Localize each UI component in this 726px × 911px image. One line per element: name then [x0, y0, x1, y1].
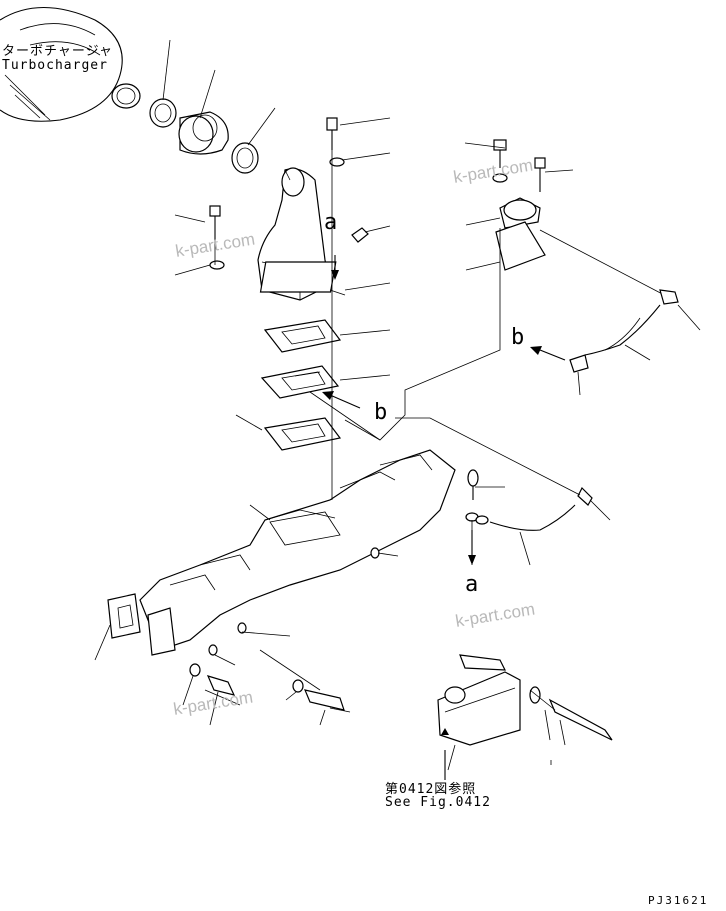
bolt-set-upper: [209, 117, 369, 270]
figure-reference-ja: 第0412図参照: [385, 782, 477, 797]
wiring-harness: [475, 304, 661, 531]
connector-a-bottom: a: [465, 572, 479, 597]
exhaust-manifold: [139, 449, 456, 656]
bolt-set-lower: [189, 469, 479, 711]
connector-a-top: a: [324, 210, 338, 235]
hose-clamps: [149, 98, 259, 174]
assembly-guides: [204, 150, 581, 713]
turbocharger-housing: [0, 7, 141, 122]
turbocharger-label-ja: ターボチャージャ: [2, 44, 113, 59]
sensor-assembly: [492, 139, 679, 305]
drawing-code: PJ31621: [648, 894, 709, 907]
manifold-end-gasket: [107, 593, 141, 639]
figure-reference-en: See Fig.0412: [385, 795, 491, 810]
leader-lines: [94, 39, 701, 771]
turbocharger-label-en: Turbocharger: [2, 58, 108, 73]
connector-b-right: b: [511, 325, 525, 350]
gaskets-and-plate: [260, 319, 342, 451]
outlet-elbow: [257, 167, 337, 301]
connector-b-mid: b: [374, 400, 388, 425]
direction-arrows: [322, 255, 566, 780]
bracket-assembly: [437, 654, 613, 746]
